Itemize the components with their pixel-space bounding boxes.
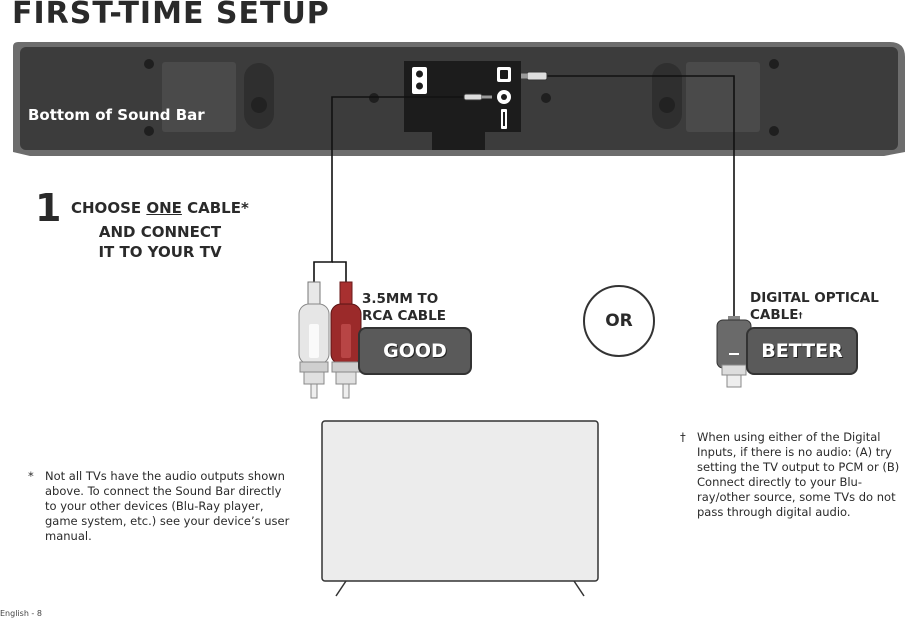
step-line1-emphasis: ONE (146, 199, 182, 217)
rca-red-plug (330, 281, 362, 399)
aux-plug (463, 93, 492, 101)
rca-cable-label: 3.5MM TO RCA CABLE (362, 291, 446, 325)
right-mount-recess (652, 63, 682, 129)
dagger-note: † When using either of the Digital Input… (680, 430, 902, 522)
optical-plug (716, 316, 752, 388)
optical-cable-label: DIGITAL OPTICAL CABLE† (750, 290, 879, 324)
step-line2: AND CONNECT (98, 223, 222, 241)
rca-white-plug (298, 281, 330, 399)
asterisk-mark: * (28, 469, 34, 483)
rca-label-line2: RCA CABLE (362, 308, 446, 324)
optical-label-dagger: † (798, 311, 803, 320)
step-line3: IT TO YOUR TV (98, 243, 222, 261)
optical-label-line2: CABLE (750, 307, 799, 323)
or-separator: OR (583, 285, 655, 357)
page-footer: English - 8 (0, 609, 42, 618)
dagger-mark: † (680, 430, 686, 444)
right-speaker-grille (686, 62, 760, 132)
step-number: 1 (35, 186, 62, 230)
left-speaker-grille (162, 62, 236, 132)
optical-cable-route (545, 75, 735, 318)
television (321, 420, 599, 597)
step-instruction-line1: CHOOSE ONE CABLE* (71, 199, 249, 217)
asterisk-note: * Not all TVs have the audio outputs sho… (28, 469, 290, 549)
rca-cable-route (313, 96, 468, 282)
left-mount-recess (244, 63, 274, 129)
soundbar-label: Bottom of Sound Bar (28, 106, 205, 124)
page-title: FIRST-TIME SETUP (12, 0, 330, 31)
optical-label-line2-wrap: CABLE† (750, 307, 879, 324)
soundbar-bottom (13, 42, 905, 156)
dagger-note-text: When using either of the Digital Inputs,… (697, 430, 900, 519)
better-badge: BETTER (746, 327, 858, 375)
step-line1-prefix: CHOOSE (71, 199, 147, 217)
step-instruction-rest: AND CONNECT IT TO YOUR TV (70, 222, 250, 262)
step-line1-suffix: CABLE* (181, 199, 249, 217)
rca-label-line1: 3.5MM TO (362, 291, 439, 307)
good-badge: GOOD (358, 327, 472, 375)
optical-plug-top (521, 71, 548, 81)
asterisk-note-text: Not all TVs have the audio outputs shown… (45, 469, 290, 543)
optical-label-line1: DIGITAL OPTICAL (750, 290, 879, 306)
